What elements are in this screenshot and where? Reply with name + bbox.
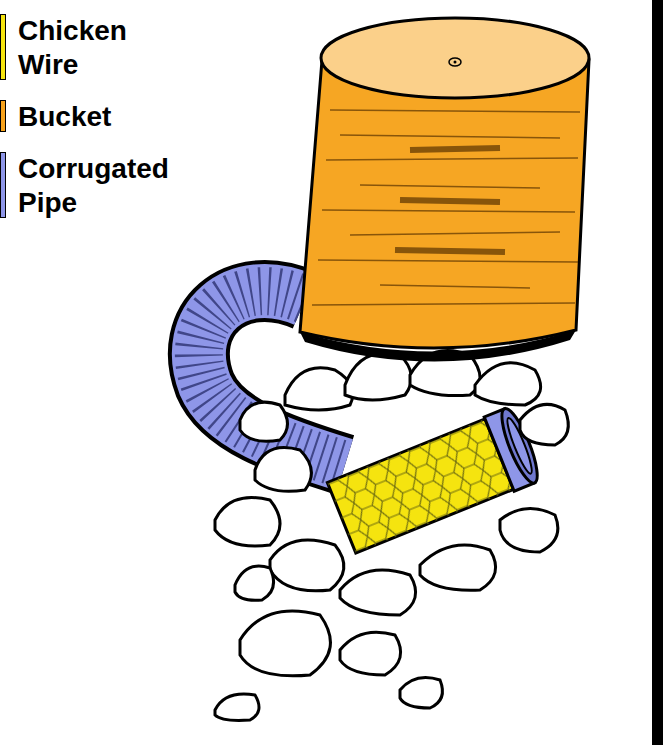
legend-swatch <box>0 152 6 218</box>
legend-swatch <box>0 14 6 80</box>
rocks <box>215 351 568 721</box>
legend: Chicken WireBucketCorrugated Pipe <box>0 14 178 238</box>
bucket <box>300 18 589 362</box>
legend-entry: Bucket <box>0 100 178 134</box>
legend-label: Corrugated Pipe <box>18 152 178 220</box>
legend-entry: Corrugated Pipe <box>0 152 178 220</box>
legend-label: Chicken Wire <box>18 14 178 82</box>
legend-label: Bucket <box>18 100 178 134</box>
edge-bar <box>652 0 663 745</box>
legend-swatch <box>0 100 6 132</box>
legend-entry: Chicken Wire <box>0 14 178 82</box>
